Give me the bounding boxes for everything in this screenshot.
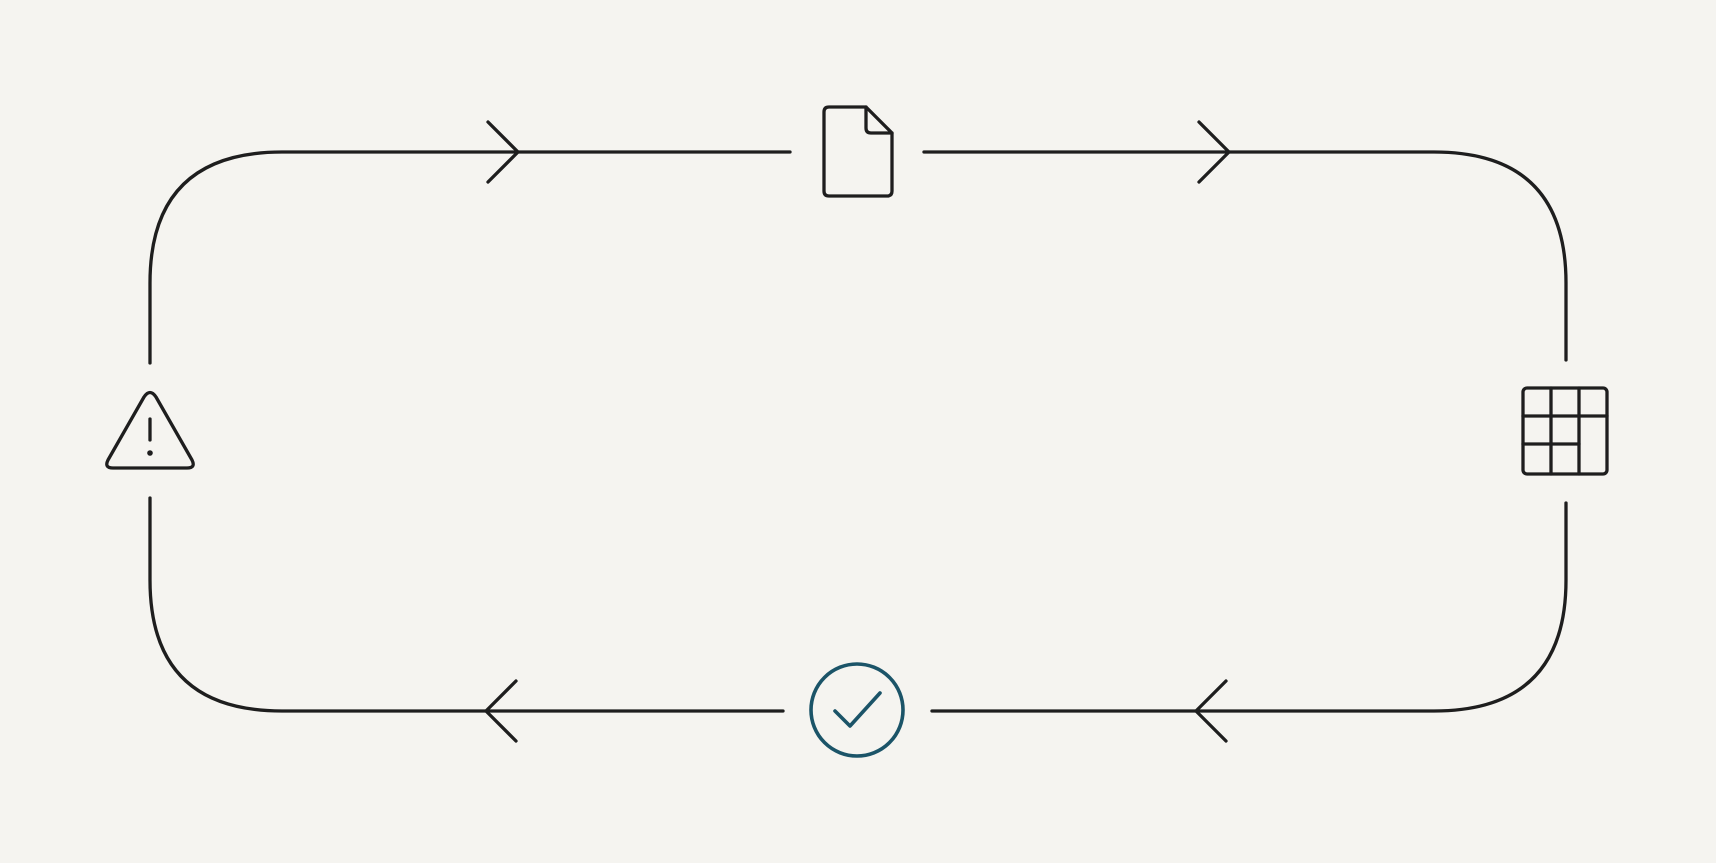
edge-warning-to-document bbox=[148, 120, 792, 365]
arrow-left-icon bbox=[1194, 679, 1228, 743]
document-icon bbox=[822, 105, 894, 198]
warning-dot bbox=[147, 450, 153, 456]
edge-document-to-table bbox=[922, 120, 1568, 362]
check-circle-icon bbox=[809, 662, 905, 758]
arrow-right-icon bbox=[486, 120, 520, 184]
edge-approved-to-warning bbox=[148, 496, 785, 743]
arrow-left-icon bbox=[484, 679, 518, 743]
table-icon bbox=[1521, 386, 1609, 476]
arrow-right-icon bbox=[1197, 120, 1231, 184]
edge-table-to-approved bbox=[930, 501, 1568, 743]
warning-icon bbox=[105, 390, 195, 470]
